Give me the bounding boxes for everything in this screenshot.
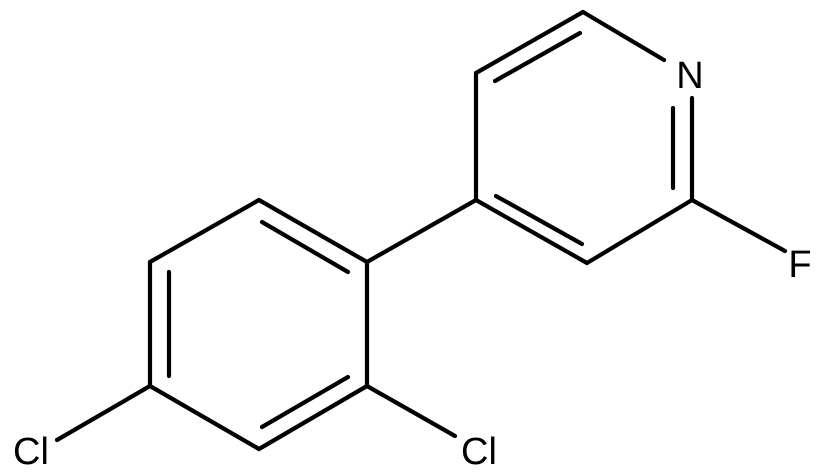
bond-c3p-c2p	[256, 383, 370, 452]
chlorine-para-label: Cl	[13, 431, 49, 473]
bond-c6-c5	[473, 9, 586, 76]
bond-c6p-c5p	[147, 197, 262, 265]
chlorine-ortho-label: Cl	[461, 431, 497, 473]
bond-c6-c5-inner	[492, 30, 583, 84]
bond-c3-c4	[473, 197, 590, 266]
bond-c3-c4-inner	[493, 193, 585, 247]
pyridine-ring	[473, 9, 695, 266]
fluorine-label: F	[788, 244, 811, 286]
bond-c2p-cl	[364, 383, 458, 439]
bond-c4p-c3p	[147, 383, 262, 452]
bond-c3p-c2p-inner	[259, 374, 351, 430]
bond-c1p-c6p-inner	[259, 219, 351, 275]
bond-c3-c2	[584, 197, 695, 266]
nitrogen-label: N	[676, 55, 703, 97]
bond-c1p-c6p	[256, 197, 370, 265]
dichlorophenyl-ring	[147, 197, 370, 452]
bond-c4p-cl	[54, 383, 153, 443]
bond-c2-f	[689, 197, 788, 254]
bond-biaryl	[364, 197, 479, 265]
bond-n1-c6	[580, 9, 667, 63]
